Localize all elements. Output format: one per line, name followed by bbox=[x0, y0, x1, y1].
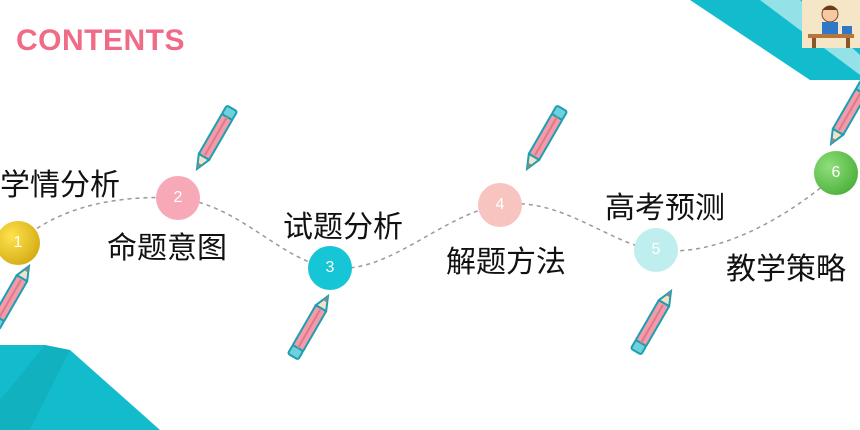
step-node-6[interactable]: 6 bbox=[814, 151, 858, 195]
pencil-icon bbox=[190, 104, 239, 173]
step-label-2[interactable]: 命题意图 bbox=[107, 231, 227, 266]
step-label-4[interactable]: 解题方法 bbox=[446, 245, 566, 280]
pencil-icon bbox=[629, 287, 678, 356]
page-title: CONTENTS bbox=[16, 24, 185, 57]
step-label-1[interactable]: 学情分析 bbox=[0, 168, 120, 203]
pencil-icon bbox=[0, 262, 36, 331]
step-node-1[interactable]: 1 bbox=[0, 221, 40, 265]
teacher-illustration-icon bbox=[802, 0, 860, 48]
step-node-3[interactable]: 3 bbox=[308, 246, 352, 290]
step-label-3[interactable]: 试题分析 bbox=[283, 210, 403, 245]
step-node-4[interactable]: 4 bbox=[478, 183, 522, 227]
step-node-5[interactable]: 5 bbox=[634, 228, 678, 272]
pencil-icon bbox=[286, 292, 335, 361]
pencil-icon bbox=[520, 104, 569, 173]
step-label-6[interactable]: 教学策略 bbox=[726, 252, 846, 287]
pencil-icon bbox=[824, 79, 860, 148]
step-node-2[interactable]: 2 bbox=[156, 176, 200, 220]
step-label-5[interactable]: 高考预测 bbox=[605, 191, 725, 226]
